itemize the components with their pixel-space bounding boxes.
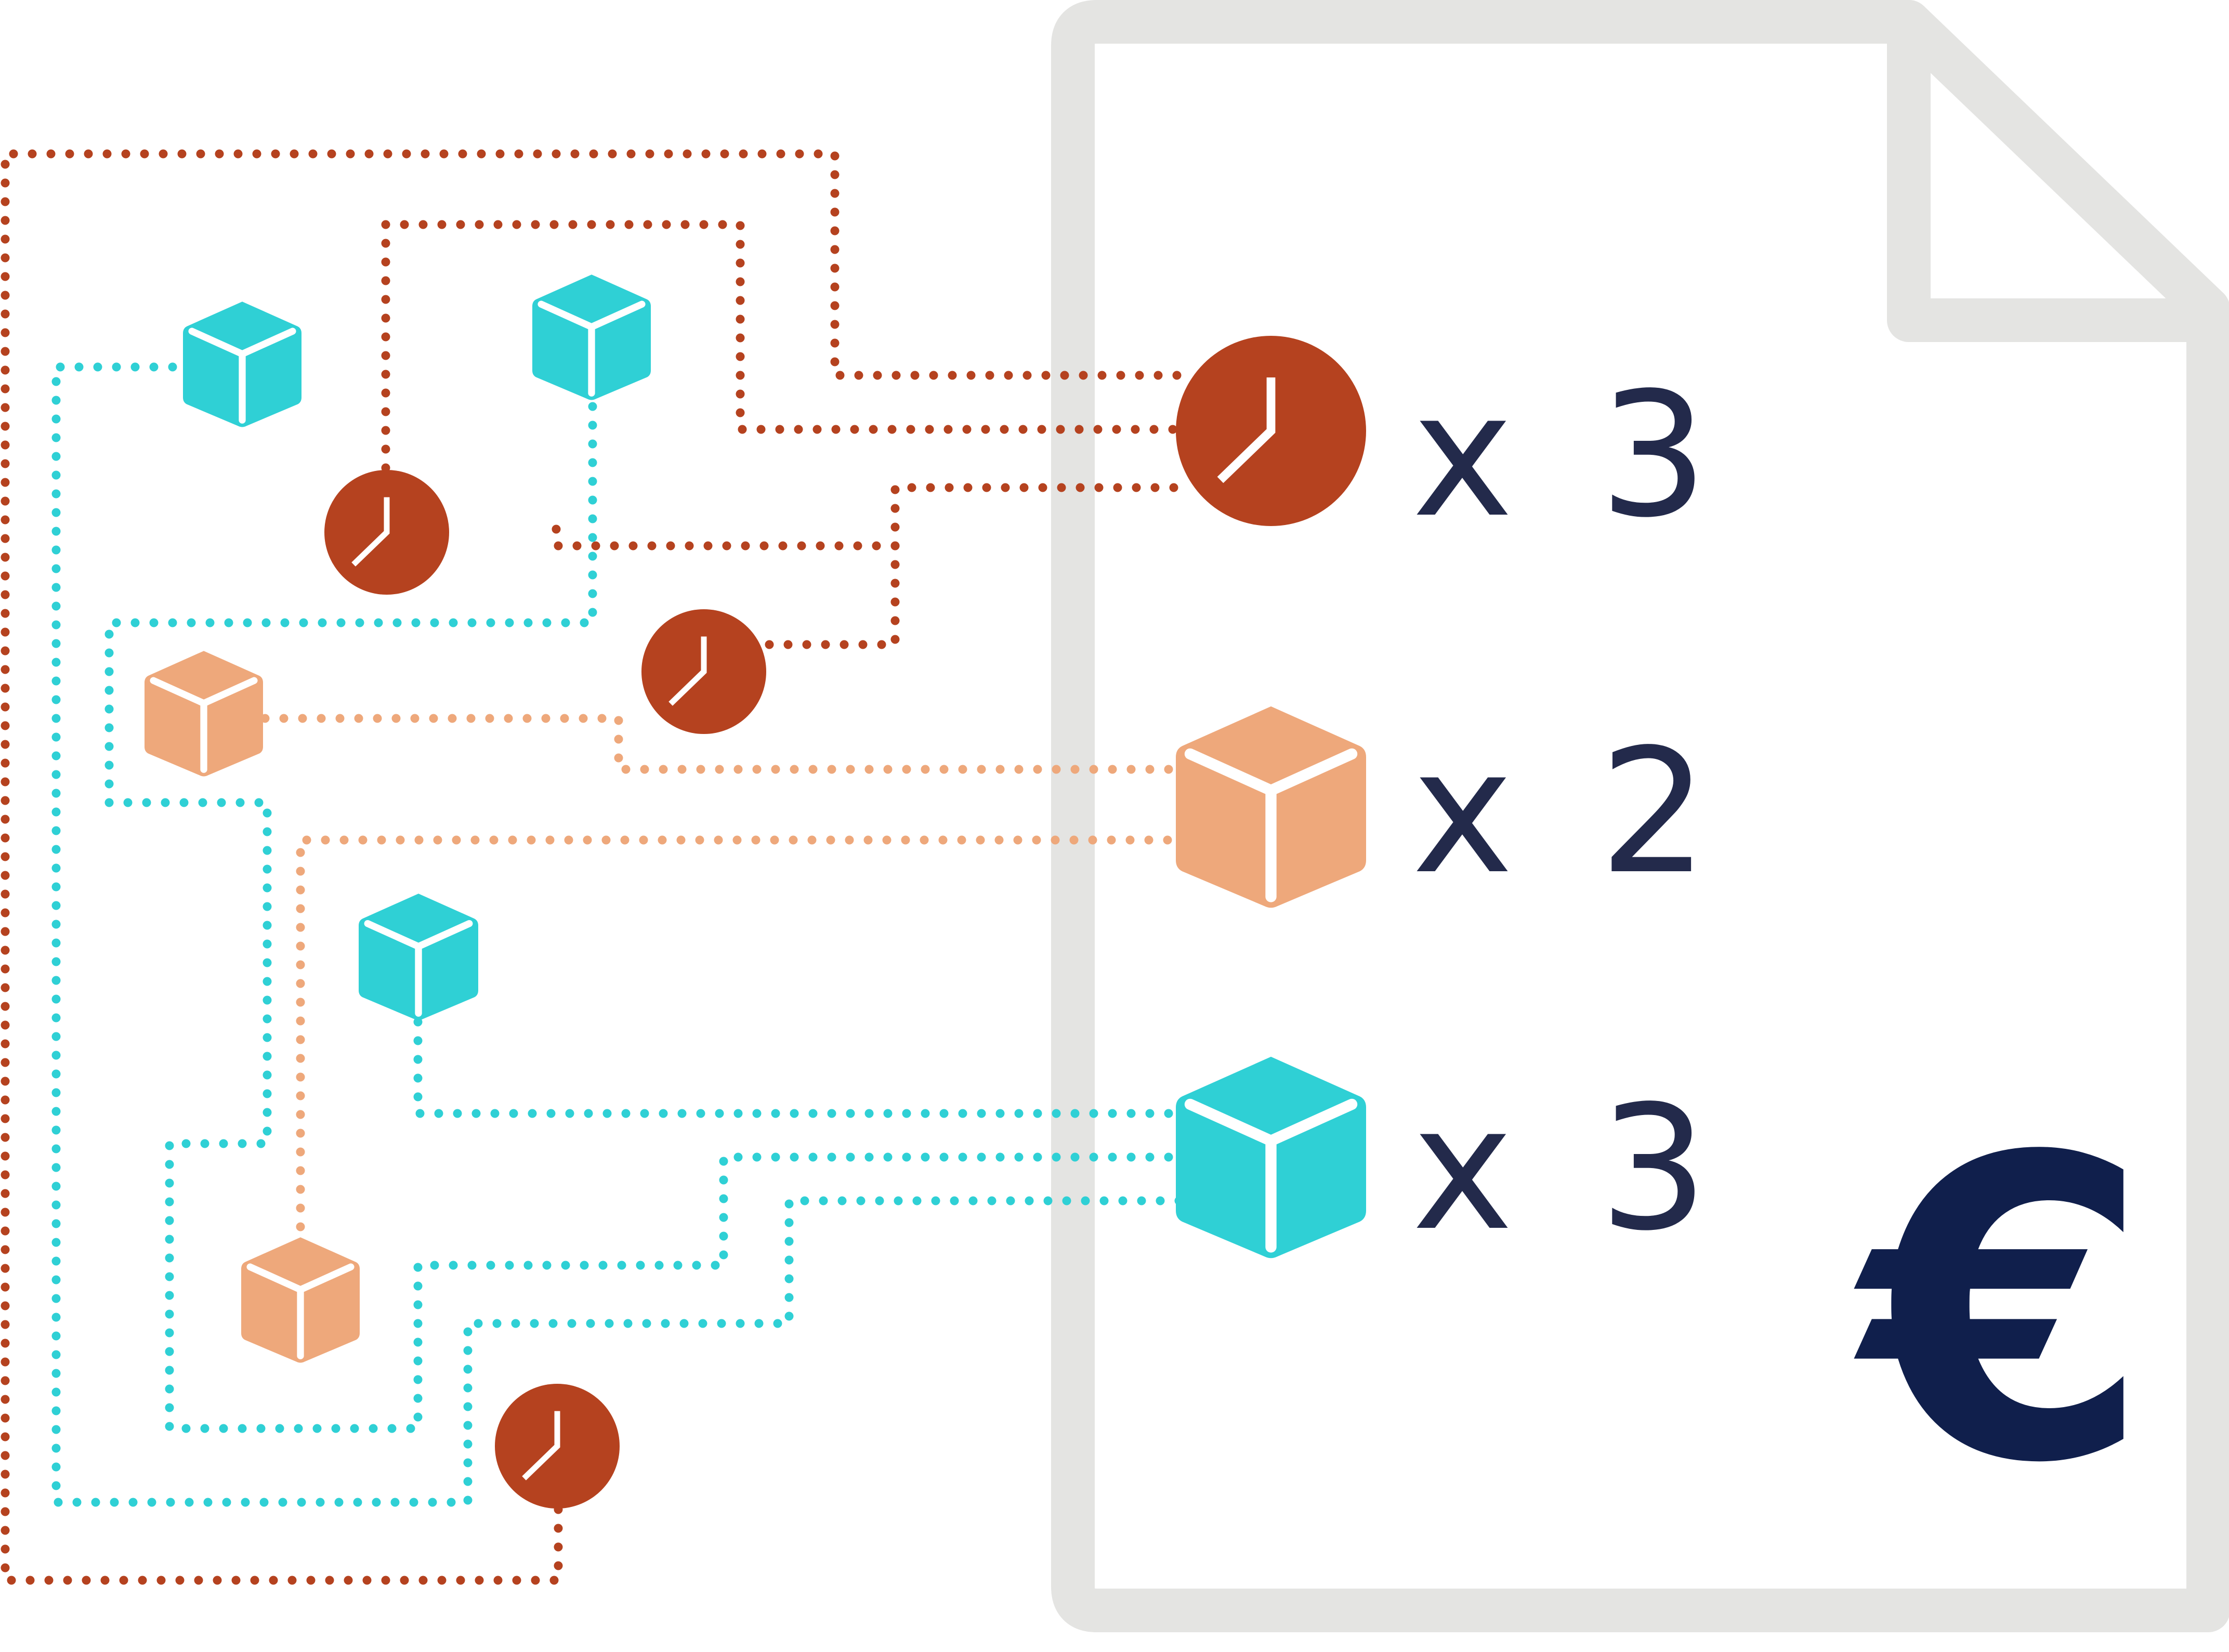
clock-connectors <box>1 149 1195 1585</box>
cyan-cube-icon <box>359 894 478 1020</box>
scattered-icons <box>145 274 766 1509</box>
clock-icon <box>1176 336 1366 526</box>
legend-cyan-cube-count: x 3 <box>1412 1069 1724 1268</box>
clock-connector-3 <box>1 149 1195 1585</box>
orange-cube-icon <box>145 651 263 776</box>
clock-connector-2 <box>381 220 1195 473</box>
legend-item-orange-cube: x 2 <box>1176 706 1724 912</box>
clock-connector-4 <box>890 483 1195 550</box>
legend-item-clock: x 3 <box>1176 336 1724 555</box>
legend: x 3 x 2 x 3 <box>1176 336 1724 1268</box>
connector-lines <box>1 149 1195 1585</box>
clock-icon <box>495 1384 620 1509</box>
cyan-cube-icon <box>183 301 301 427</box>
legend-clock-count: x 3 <box>1412 356 1724 555</box>
cyan-cube-connectors <box>51 362 1195 1507</box>
euro-icon: € <box>1849 1069 2152 1554</box>
legend-orange-cube-count: x 2 <box>1412 712 1724 912</box>
cyan-cube-connector-2 <box>104 402 1195 1433</box>
orange-cube-connector-2 <box>296 835 1181 1231</box>
clock-icon <box>641 609 766 734</box>
orange-cube-connectors <box>260 714 1181 1231</box>
orange-cube-icon <box>1176 706 1366 908</box>
cyan-cube-icon <box>1176 1057 1366 1258</box>
legend-item-cyan-cube: x 3 <box>1176 1057 1724 1268</box>
cyan-cube-icon <box>532 274 651 400</box>
cyan-cube-connector-1 <box>51 362 1195 1507</box>
document-fold <box>1887 0 2229 342</box>
orange-cube-icon <box>241 1237 360 1362</box>
clock-icon <box>324 470 449 595</box>
cyan-cube-connector-3 <box>413 999 1195 1118</box>
